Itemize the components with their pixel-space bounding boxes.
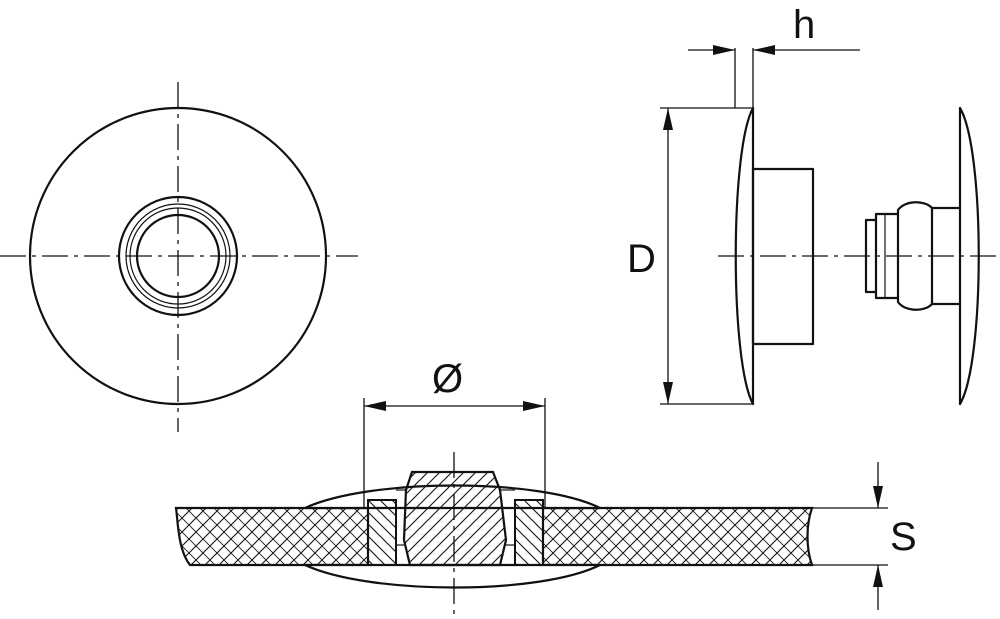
dimension-h: h (688, 3, 860, 108)
front-view (0, 82, 358, 432)
dimension-s: S (808, 462, 917, 610)
cap-head-profile (734, 106, 755, 406)
d-arrow-bottom (663, 382, 673, 404)
h-label: h (793, 3, 815, 47)
panel-right (541, 506, 814, 567)
d-label: D (627, 237, 656, 281)
plug-section (402, 470, 508, 567)
s-label: S (890, 515, 917, 559)
plug-step (874, 212, 900, 300)
plug-tip (864, 218, 878, 294)
cap-sleeve-left (367, 499, 397, 566)
section-view (174, 452, 814, 619)
s-arrow-bottom (873, 565, 883, 587)
s-arrow-top (873, 486, 883, 508)
d-arrow-top (663, 108, 673, 130)
cap-sleeve-right (514, 499, 544, 566)
o-label: Ø (432, 357, 463, 401)
dimension-d: D (627, 107, 753, 405)
side-view-cap (718, 106, 1000, 406)
h-arrow-right (753, 45, 775, 55)
h-arrow-left (713, 45, 735, 55)
plug-head-profile (958, 106, 980, 406)
plug-body (896, 201, 962, 311)
o-arrow-right (523, 401, 545, 411)
dimension-hole: Ø (363, 357, 546, 508)
panel-left (174, 506, 370, 567)
cap-dome-bottom (304, 563, 601, 589)
o-arrow-left (364, 401, 386, 411)
side-view-plug (864, 106, 980, 406)
